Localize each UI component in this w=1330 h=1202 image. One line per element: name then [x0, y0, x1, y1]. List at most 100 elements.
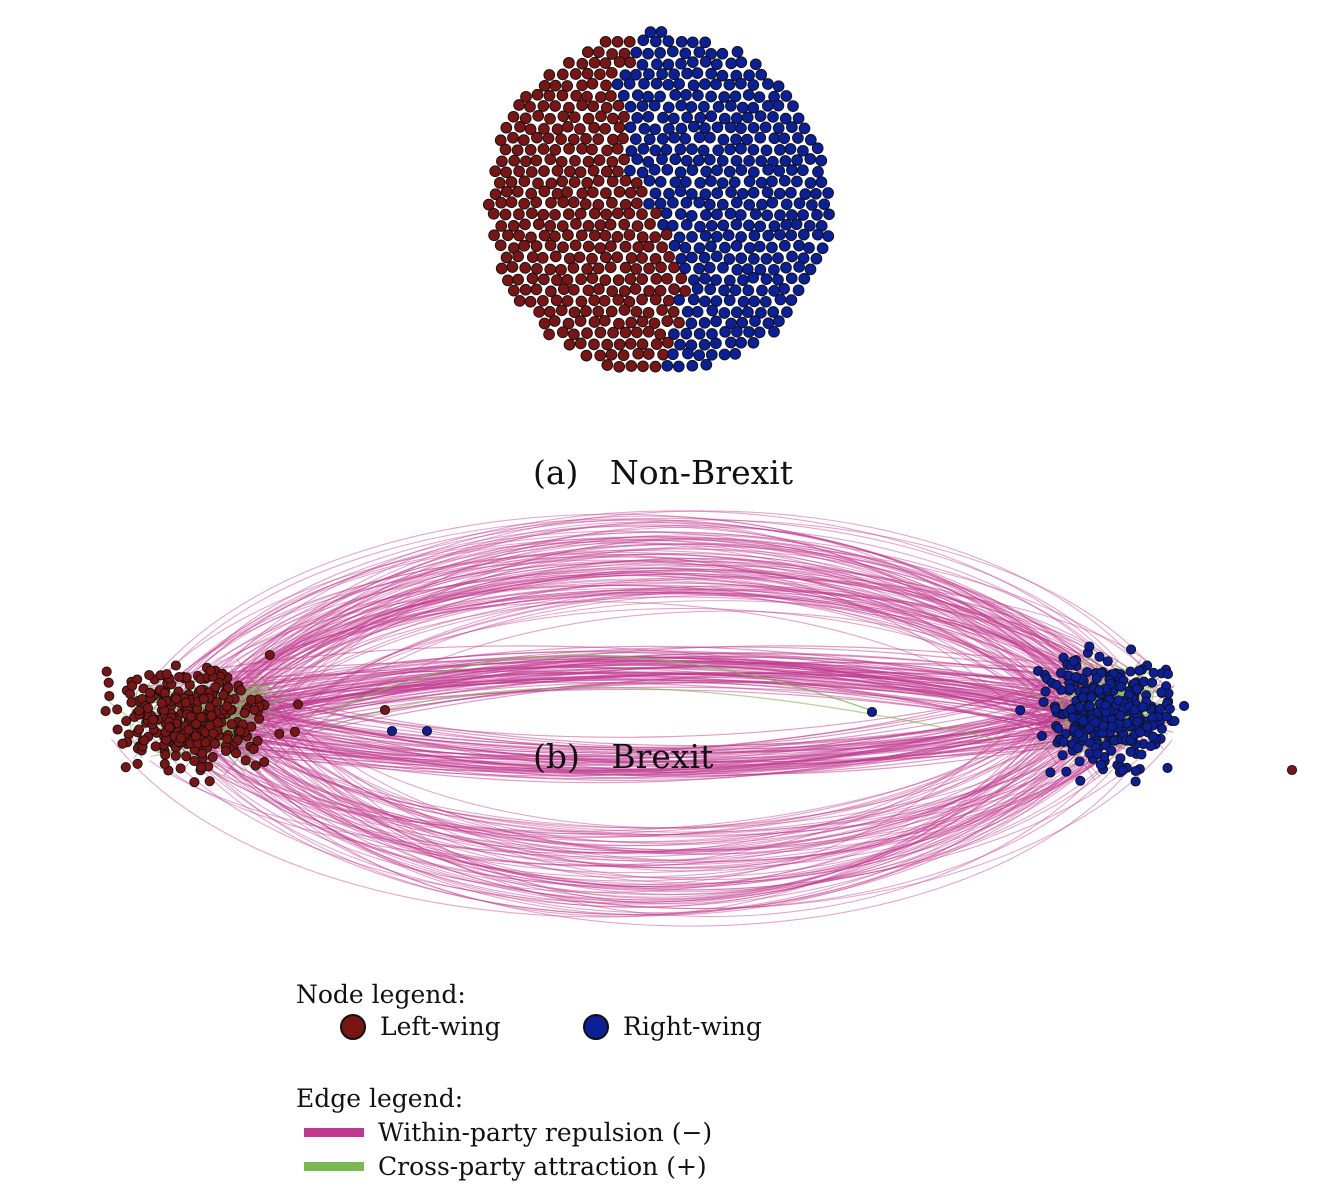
left-wing-node: [632, 241, 645, 253]
right-wing-node: [711, 187, 724, 199]
right-wing-node: [686, 36, 699, 49]
repulsion-edge: [174, 696, 1107, 758]
left-wing-node: [575, 229, 588, 242]
right-wing-node: [1057, 750, 1068, 761]
repulsion-edge: [179, 705, 1134, 852]
repulsion-edge: [146, 559, 1120, 750]
right-wing-node: [772, 80, 785, 93]
right-wing-node: [699, 188, 712, 201]
right-wing-node: [1125, 666, 1136, 677]
attraction-edge-icon: [304, 1162, 364, 1171]
left-wing-node: [537, 100, 550, 112]
left-wing-node: [631, 326, 643, 339]
right-wing-node: [718, 348, 731, 361]
right-wing-node: [686, 231, 698, 243]
right-wing-node: [680, 218, 693, 231]
repulsion-edge: [194, 559, 1119, 726]
repulsion-edge: [199, 714, 1121, 851]
left-wing-node: [493, 177, 506, 189]
right-wing-node: [705, 175, 717, 187]
legend-repulsion: Within-party repulsion (−): [304, 1118, 712, 1147]
left-wing-node: [530, 283, 543, 296]
right-wing-node: [797, 228, 810, 241]
repulsion-edge: [271, 695, 1115, 853]
repulsion-edge: [237, 570, 1169, 727]
left-wing-node: [576, 99, 588, 112]
repulsion-edge: [153, 541, 1090, 750]
left-wing-node: [507, 220, 520, 232]
right-wing-node: [703, 198, 716, 211]
right-wing-node: [1055, 667, 1067, 678]
left-wing-node: [551, 164, 564, 177]
repulsion-edge: [196, 577, 1147, 741]
right-wing-node: [748, 295, 761, 308]
right-wing-node: [1053, 723, 1064, 734]
right-wing-node: [637, 143, 650, 155]
right-wing-node: [804, 177, 817, 189]
repulsion-edge: [226, 682, 1067, 917]
right-wing-node: [662, 58, 675, 71]
left-wing-node: [569, 239, 582, 252]
left-wing-node: [530, 196, 543, 209]
right-wing-node: [624, 100, 637, 113]
right-wing-node: [642, 47, 654, 60]
right-wing-node: [742, 306, 754, 318]
right-wing-node: [655, 26, 668, 38]
right-wing-node: [700, 358, 713, 371]
repulsion-edge: [175, 661, 1078, 721]
left-wing-node: [619, 326, 632, 339]
right-wing-node: [698, 338, 711, 351]
repulsion-edge: [221, 547, 1103, 720]
right-wing-node: [674, 185, 687, 198]
left-wing-node: [502, 229, 514, 242]
right-wing-node: [1102, 656, 1113, 667]
left-wing-node: [599, 57, 612, 69]
left-wing-node: [580, 305, 592, 317]
right-wing-node: [724, 207, 737, 220]
left-wing-node: [607, 112, 619, 125]
right-wing-node: [712, 144, 725, 157]
repulsion-edge: [225, 713, 1130, 853]
left-wing-node: [218, 690, 229, 701]
left-wing-node: [600, 187, 612, 199]
right-wing-node: [785, 294, 798, 306]
right-wing-node: [743, 242, 756, 254]
right-wing-node: [648, 163, 661, 176]
right-wing-node: [761, 209, 774, 222]
right-wing-node: [741, 133, 753, 146]
left-wing-node: [150, 741, 161, 752]
right-wing-node: [698, 251, 711, 264]
left-wing-node: [656, 241, 668, 254]
legend-right-wing: Right-wing: [583, 1012, 762, 1041]
attraction-edge: [329, 654, 871, 713]
right-wing-node: [778, 132, 791, 145]
left-wing-node: [544, 239, 557, 252]
right-wing-node: [724, 143, 736, 156]
left-wing-node: [525, 166, 538, 178]
left-wing-node: [198, 693, 209, 705]
right-wing-node: [816, 242, 829, 255]
left-wing-node: [246, 694, 257, 705]
right-wing-node: [749, 208, 762, 220]
left-wing-node: [561, 80, 574, 92]
left-wing-node: [520, 155, 532, 168]
right-wing-node: [735, 164, 748, 176]
left-wing-node: [604, 218, 617, 231]
left-wing-node: [531, 263, 543, 275]
left-wing-node: [600, 101, 613, 114]
left-wing-node: [637, 360, 649, 373]
left-wing-node: [619, 261, 632, 274]
repulsion-edge: [188, 715, 1133, 927]
right-wing-node: [669, 153, 682, 166]
left-wing-node: [495, 262, 508, 275]
repulsion-edge: [133, 525, 1116, 745]
caption-a-label: (a): [532, 453, 579, 492]
left-wing-node: [538, 165, 550, 177]
right-wing-node: [711, 230, 723, 243]
right-wing-node: [674, 166, 687, 179]
repulsion-edge: [252, 705, 1066, 861]
left-wing-node: [594, 349, 607, 362]
right-wing-node: [711, 208, 723, 221]
repulsion-edge: [185, 574, 1109, 734]
right-wing-node: [754, 131, 767, 144]
